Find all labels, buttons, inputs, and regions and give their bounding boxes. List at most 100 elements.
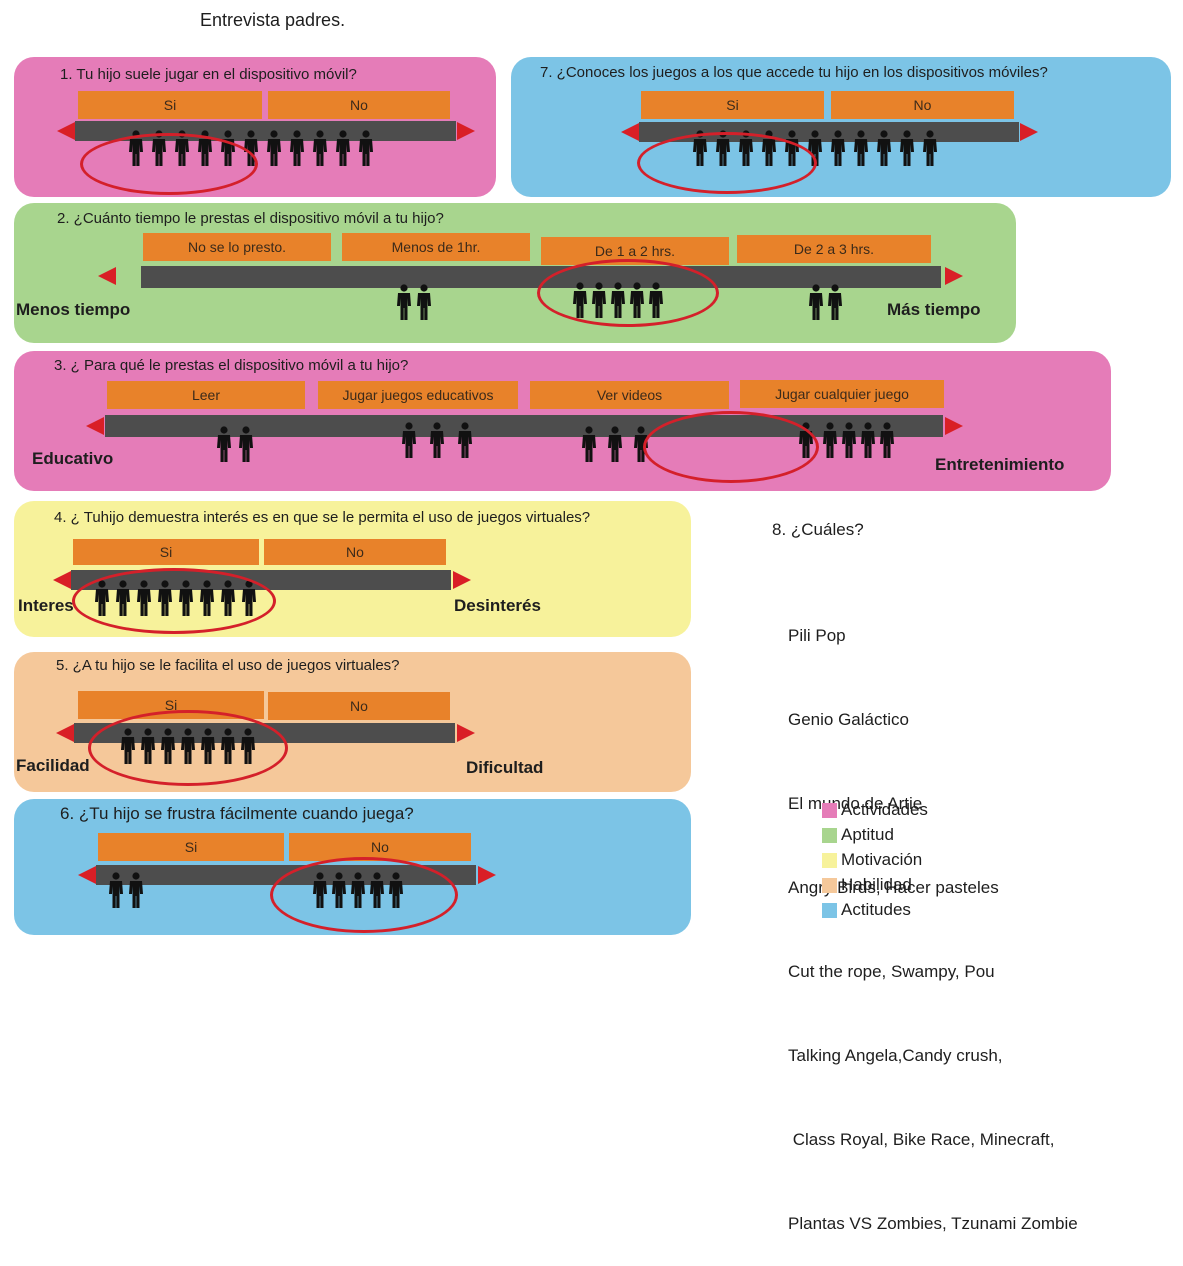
left-arrow-icon	[53, 571, 71, 589]
answer-item: Cut the rope, Swampy, Pou	[788, 962, 995, 981]
highlight-ring	[72, 568, 276, 634]
answer-item: Angry Birds, Hacer pasteles	[788, 878, 999, 897]
legend-label: Motivación	[841, 850, 923, 869]
legend-swatch	[822, 852, 837, 868]
scale-label-left: Educativo	[32, 449, 114, 468]
legend-label: Aptitud	[841, 825, 894, 844]
right-arrow-icon	[457, 724, 475, 742]
legend-label: Actividades	[841, 800, 928, 819]
respondents-group	[822, 422, 895, 460]
option-q2-4: De 2 a 3 hrs.	[737, 235, 931, 263]
page-title: Entrevista padres.	[200, 10, 346, 30]
person-icon	[607, 426, 623, 464]
scale-label-left: Menos tiempo	[16, 300, 131, 319]
question-2: 2. ¿Cuánto tiempo le prestas el disposit…	[57, 210, 444, 227]
respondents-group	[216, 426, 254, 464]
person-icon	[401, 422, 417, 460]
person-icon	[335, 130, 351, 168]
person-icon	[108, 872, 124, 910]
person-icon	[581, 426, 597, 464]
person-icon	[312, 130, 328, 168]
person-icon	[860, 422, 876, 460]
highlight-ring	[537, 259, 719, 327]
option-q1-no: No	[268, 91, 450, 119]
person-icon	[396, 284, 412, 322]
right-arrow-icon	[945, 267, 963, 285]
legend-label: Habilidad	[841, 875, 912, 894]
respondents-group	[396, 284, 432, 322]
option-q3-4: Jugar cualquier juego	[740, 380, 944, 408]
person-icon	[216, 426, 232, 464]
person-icon	[876, 130, 892, 168]
option-q5-no: No	[268, 692, 450, 720]
answer-item: Plantas VS Zombies, Tzunami Zombie	[788, 1214, 1078, 1233]
left-arrow-icon	[78, 866, 96, 884]
left-arrow-icon	[57, 122, 75, 140]
left-arrow-icon	[86, 417, 104, 435]
person-icon	[358, 130, 374, 168]
respondents-group	[808, 284, 843, 322]
person-icon	[853, 130, 869, 168]
option-q4-no: No	[264, 539, 446, 565]
right-arrow-icon	[457, 122, 475, 140]
person-icon	[841, 422, 857, 460]
question-8: 8. ¿Cuáles?	[772, 520, 864, 539]
highlight-ring	[88, 710, 288, 786]
option-q3-3: Ver videos	[530, 381, 729, 409]
option-q7-si: Si	[641, 91, 824, 119]
legend-item-actividades: Actividades	[822, 800, 928, 820]
scale-label-right: Entretenimiento	[935, 455, 1065, 474]
scale-label-right: Más tiempo	[887, 300, 981, 319]
scale-label-right: Dificultad	[466, 758, 544, 777]
left-arrow-icon	[621, 123, 639, 141]
scale-label-right: Desinterés	[454, 596, 541, 615]
right-arrow-icon	[945, 417, 963, 435]
answer-item: Class Royal, Bike Race, Minecraft,	[788, 1130, 1055, 1149]
respondents-group	[581, 426, 649, 464]
legend-item-aptitud: Aptitud	[822, 825, 894, 845]
option-q4-si: Si	[73, 539, 259, 565]
legend-label: Actitudes	[841, 900, 911, 919]
question-1: 1. Tu hijo suele jugar en el dispositivo…	[60, 66, 357, 83]
highlight-ring	[637, 132, 817, 194]
option-q3-2: Jugar juegos educativos	[318, 381, 518, 409]
person-icon	[827, 284, 843, 322]
highlight-ring	[643, 411, 819, 483]
legend-item-habilidad: Habilidad	[822, 875, 912, 895]
person-icon	[266, 130, 282, 168]
left-arrow-icon	[98, 267, 116, 285]
legend-swatch	[822, 802, 837, 818]
question-4: 4. ¿ Tuhijo demuestra interés es en que …	[54, 509, 591, 526]
question-6: 6. ¿Tu hijo se frustra fácilmente cuando…	[60, 804, 414, 823]
option-q1-si: Si	[78, 91, 262, 119]
question-3: 3. ¿ Para qué le prestas el dispositivo …	[54, 357, 409, 374]
question-5: 5. ¿A tu hijo se le facilita el uso de j…	[56, 657, 400, 674]
question-7: 7. ¿Conoces los juegos a los que accede …	[540, 64, 1048, 81]
answer-item: Genio Galáctico	[788, 710, 909, 729]
person-icon	[808, 284, 824, 322]
answer-item: Talking Angela,Candy crush,	[788, 1046, 1003, 1065]
person-icon	[128, 872, 144, 910]
person-icon	[289, 130, 305, 168]
person-icon	[429, 422, 445, 460]
person-icon	[457, 422, 473, 460]
left-arrow-icon	[56, 724, 74, 742]
highlight-ring	[270, 857, 458, 933]
legend-swatch	[822, 827, 837, 843]
scale-label-left: Interes	[18, 596, 74, 615]
right-arrow-icon	[1020, 123, 1038, 141]
highlight-ring	[80, 133, 258, 195]
legend-swatch	[822, 902, 837, 918]
legend-item-motivacion: Motivación	[822, 850, 922, 870]
person-icon	[879, 422, 895, 460]
legend-item-actitudes: Actitudes	[822, 900, 911, 920]
right-arrow-icon	[478, 866, 496, 884]
respondents-group	[108, 872, 144, 910]
scale-bar-q2	[141, 266, 941, 288]
option-q6-si: Si	[98, 833, 284, 861]
option-q2-1: No se lo presto.	[143, 233, 331, 261]
person-icon	[238, 426, 254, 464]
option-q3-1: Leer	[107, 381, 305, 409]
person-icon	[899, 130, 915, 168]
right-arrow-icon	[453, 571, 471, 589]
